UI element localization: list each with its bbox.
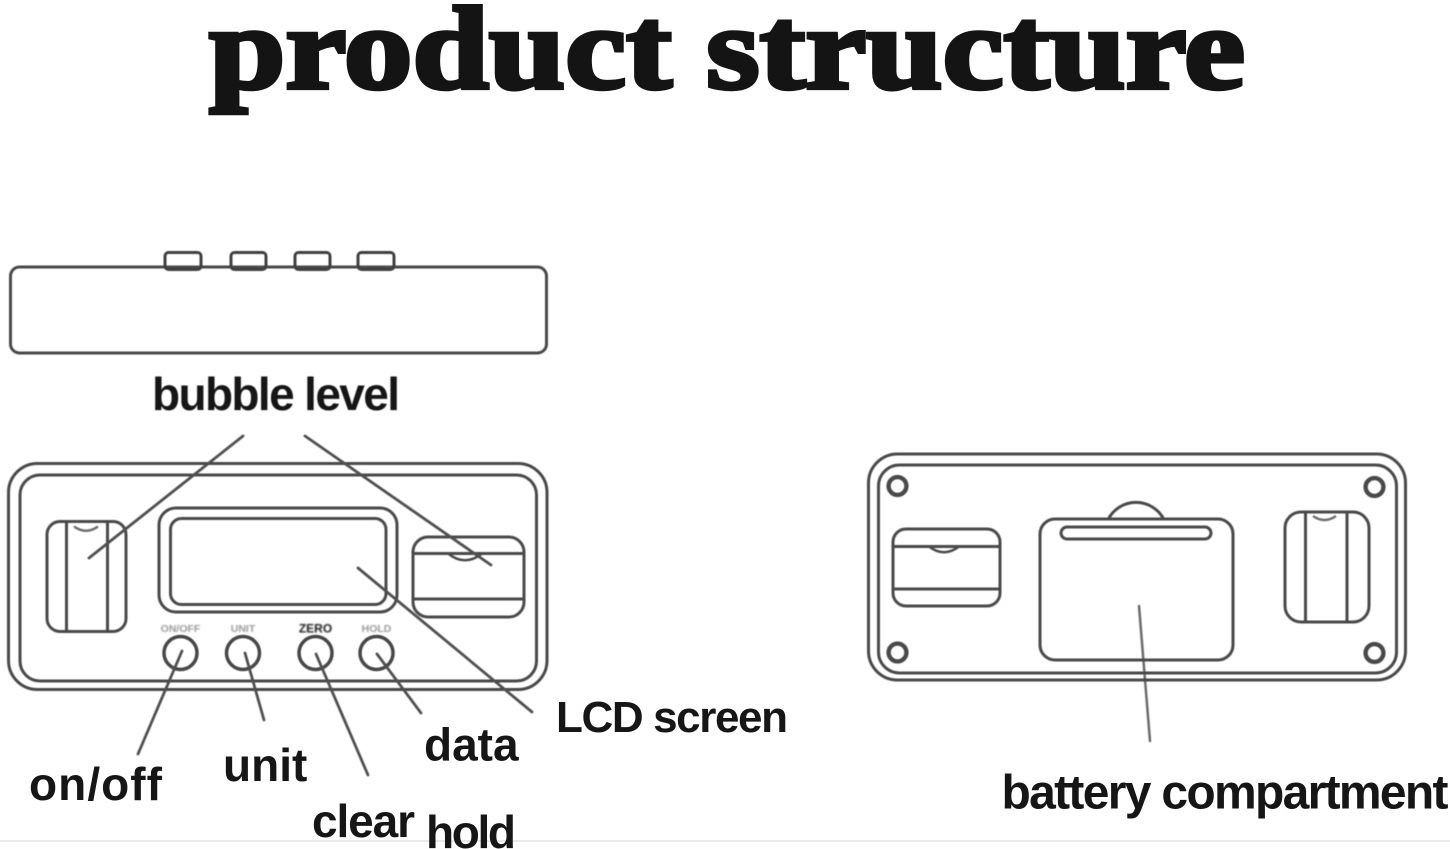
svg-text:unit: unit <box>223 739 307 791</box>
svg-text:UNIT: UNIT <box>231 623 256 635</box>
svg-text:product structure: product structure <box>209 0 1245 114</box>
svg-text:on/off: on/off <box>29 758 163 810</box>
svg-text:battery compartment: battery compartment <box>1002 767 1449 820</box>
svg-text:bubble level: bubble level <box>152 368 400 420</box>
svg-text:LCD screen: LCD screen <box>556 693 788 742</box>
svg-text:hold: hold <box>426 806 516 849</box>
svg-text:ON/OFF: ON/OFF <box>161 623 201 635</box>
svg-text:clear: clear <box>312 795 415 847</box>
svg-text:HOLD: HOLD <box>362 623 392 635</box>
svg-text:data: data <box>424 719 519 771</box>
svg-text:ZERO: ZERO <box>299 622 332 636</box>
